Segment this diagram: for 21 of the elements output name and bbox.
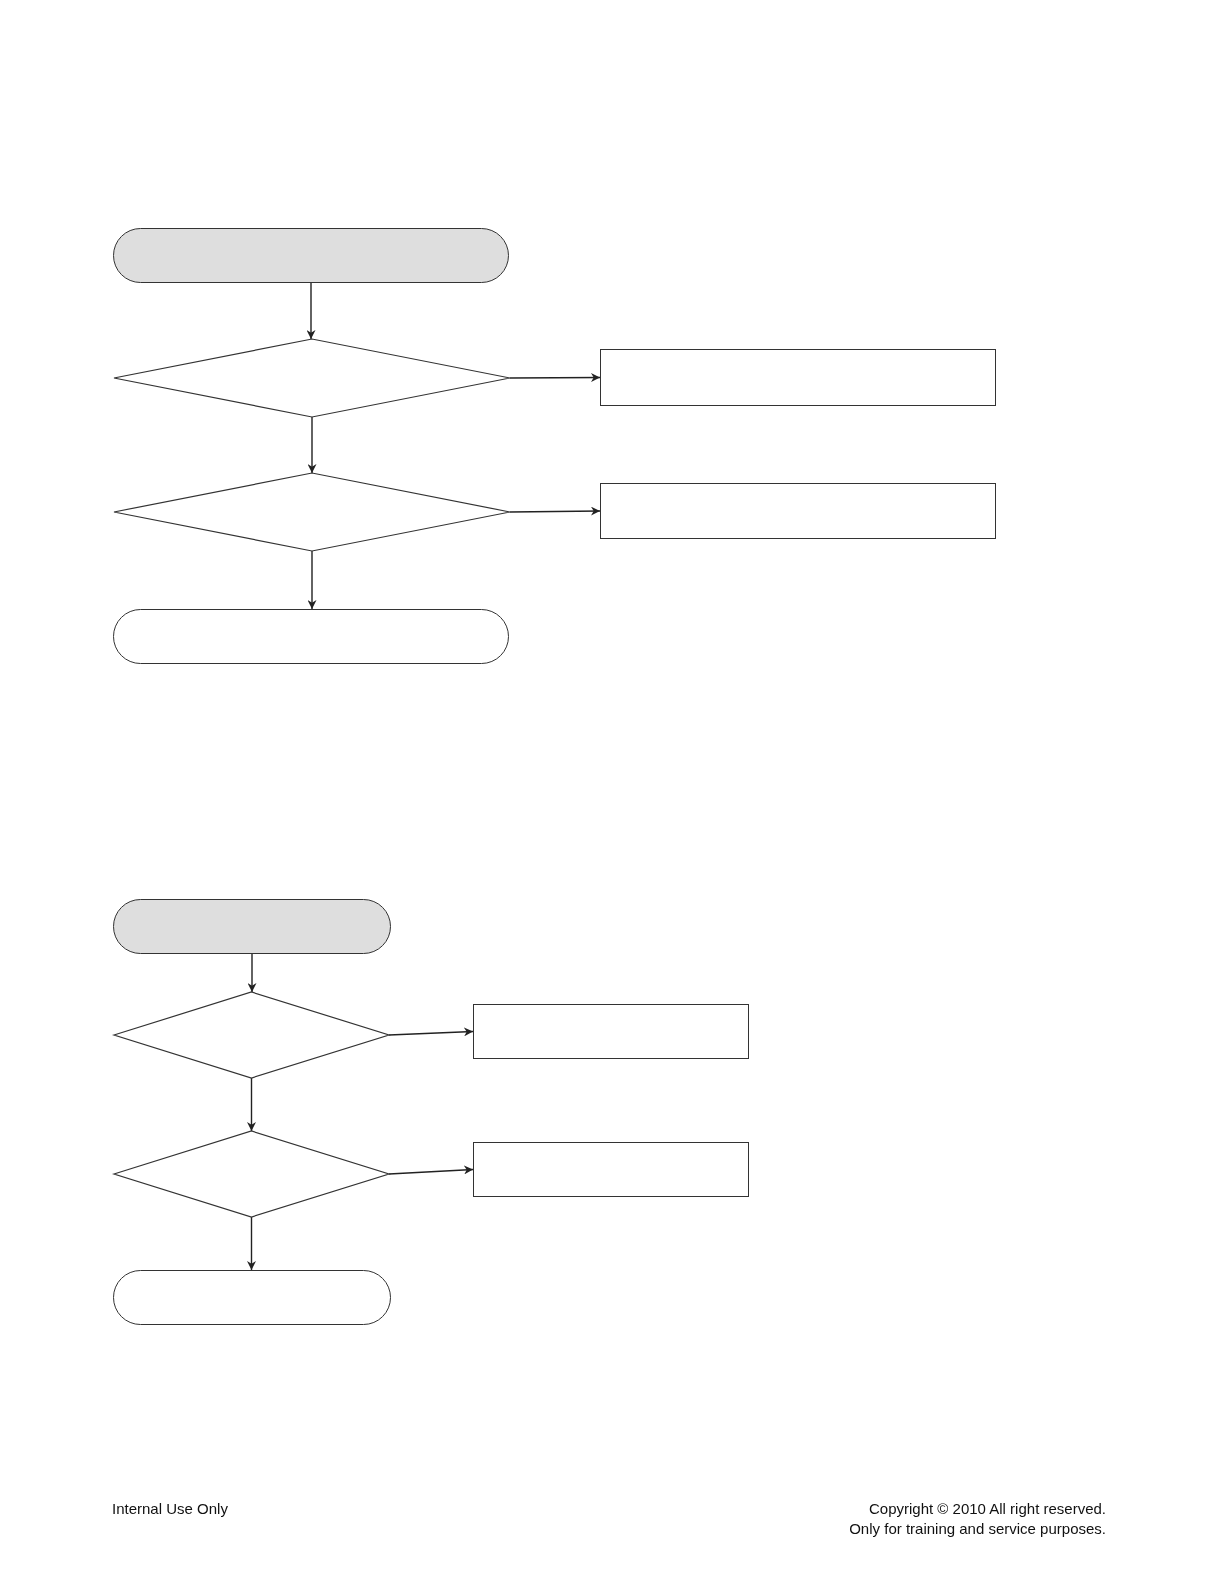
arrow (509, 373, 601, 383)
decision-diamond (114, 992, 389, 1078)
process-box (473, 1142, 749, 1197)
arrow (247, 953, 257, 993)
footer-note: Only for training and service purposes. (849, 1520, 1106, 1537)
process-box (600, 483, 996, 539)
copyright-note: Copyright © 2010 All right reserved. (869, 1500, 1106, 1517)
arrow (307, 416, 317, 474)
arrow (388, 1027, 474, 1037)
process-box (473, 1004, 749, 1059)
decision-diamond (114, 473, 510, 551)
footer-note: Internal Use Only (112, 1500, 228, 1517)
arrow (388, 1165, 474, 1175)
decision-diamond (114, 339, 510, 417)
arrow (247, 1077, 256, 1132)
arrow (306, 282, 316, 340)
arrow (307, 550, 317, 610)
decision-diamond (114, 1131, 389, 1217)
process-box (600, 349, 996, 406)
arrow (509, 506, 601, 516)
arrow (247, 1216, 256, 1271)
